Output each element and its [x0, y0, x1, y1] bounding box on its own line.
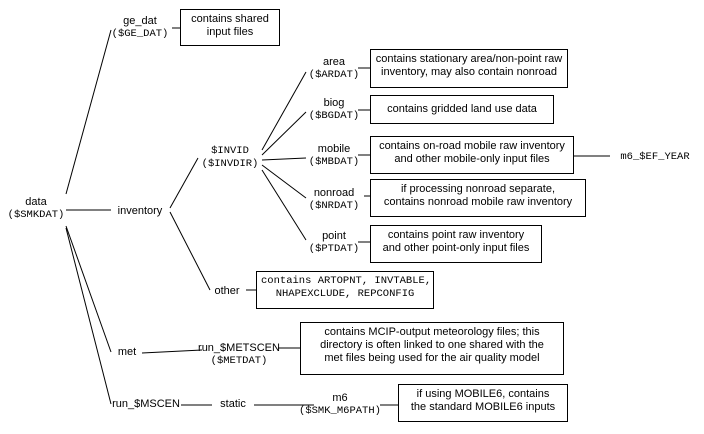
- edge-invid-mobile: [261, 157, 307, 161]
- node-inventory-name: inventory: [117, 205, 163, 217]
- node-point-var: ($PTDAT): [308, 243, 360, 255]
- box-met-line-3: met files being used for the air quality…: [324, 352, 540, 364]
- node-data: data ($SMKDAT): [6, 196, 66, 222]
- edge-data-ge_dat: [65, 29, 112, 195]
- node-area-name: area: [322, 56, 346, 68]
- box-biog: contains gridded land use data: [370, 95, 554, 124]
- node-m6: m6 ($SMK_M6PATH): [296, 392, 384, 418]
- edge-met-run_metscen: [141, 349, 203, 354]
- node-point-name: point: [322, 230, 346, 242]
- node-invid: $INVID ($INVDIR): [196, 145, 264, 171]
- box-mobile: contains on-road mobile raw inventory an…: [370, 136, 574, 174]
- node-other-name: other: [214, 285, 240, 297]
- box-area: contains stationary area/non-point raw i…: [370, 49, 568, 88]
- node-area: area ($ARDAT): [306, 56, 362, 82]
- node-invid-var: ($INVDIR): [201, 158, 259, 170]
- node-m6-var: ($SMK_M6PATH): [299, 405, 381, 417]
- box-area-line-2: inventory, may also contain nonroad: [381, 66, 557, 78]
- edge-inventory-invid: [169, 157, 199, 209]
- node-mobile-name: mobile: [317, 143, 351, 155]
- edge-data-met: [65, 225, 112, 353]
- node-biog-name: biog: [323, 97, 345, 109]
- edge-inventory-other: [169, 211, 211, 291]
- node-run_metscen-var: ($METDAT): [210, 355, 268, 367]
- edge-data-run_mscen: [65, 227, 112, 405]
- edge-invid-biog: [261, 111, 307, 156]
- node-run_mscen: run_$MSCEN: [110, 398, 182, 411]
- box-other-line-2: NHAPEXCLUDE, REPCONFIG: [275, 288, 415, 300]
- node-ge_dat-name: ge_dat: [123, 15, 157, 27]
- box-m6-line-2: the standard MOBILE6 inputs: [410, 401, 556, 413]
- box-ge_dat: contains shared input files: [180, 9, 280, 46]
- node-run_metscen: run_$METSCEN ($METDAT): [198, 342, 280, 368]
- node-met: met: [112, 346, 142, 359]
- node-run_metscen-name: run_$METSCEN: [198, 342, 280, 354]
- node-m6_ef_year-name: m6_$EF_YEAR: [620, 151, 690, 163]
- box-met-line-2: directory is often linked to one shared …: [320, 339, 544, 351]
- box-ge_dat-line-2: input files: [206, 26, 254, 38]
- node-biog: biog ($BGDAT): [306, 97, 362, 123]
- box-point: contains point raw inventory and other p…: [370, 225, 542, 263]
- node-nonroad-name: nonroad: [313, 187, 355, 199]
- box-area-line-1: contains stationary area/non-point raw: [375, 53, 563, 65]
- node-run_mscen-name: run_$MSCEN: [112, 398, 180, 410]
- node-data-var: ($SMKDAT): [7, 209, 65, 221]
- node-ge_dat: ge_dat ($GE_DAT): [108, 15, 172, 41]
- node-biog-var: ($BGDAT): [308, 110, 360, 122]
- box-mobile-line-1: contains on-road mobile raw inventory: [379, 140, 565, 152]
- node-m6_ef_year: m6_$EF_YEAR: [612, 150, 698, 164]
- node-area-var: ($ARDAT): [308, 69, 360, 81]
- box-ge_dat-line-1: contains shared: [191, 13, 269, 25]
- box-other-line-1: contains ARTOPNT, INVTABLE,: [261, 275, 432, 287]
- edge-invid-point: [261, 169, 307, 241]
- node-ge_dat-var: ($GE_DAT): [111, 28, 169, 40]
- box-nonroad-line-1: if processing nonroad separate,: [400, 183, 556, 195]
- edge-invid-nonroad: [261, 164, 307, 199]
- node-m6-name: m6: [332, 392, 348, 404]
- box-nonroad: if processing nonroad separate, contains…: [370, 179, 586, 217]
- node-nonroad: nonroad ($NRDAT): [302, 187, 366, 213]
- box-point-line-1: contains point raw inventory: [387, 229, 525, 241]
- node-met-name: met: [117, 346, 137, 358]
- node-static-name: static: [220, 398, 246, 410]
- node-mobile: mobile ($MBDAT): [306, 143, 362, 169]
- node-mobile-var: ($MBDAT): [308, 156, 360, 168]
- box-biog-line-1: contains gridded land use data: [387, 103, 537, 115]
- node-data-name: data: [25, 196, 47, 208]
- node-point: point ($PTDAT): [306, 230, 362, 256]
- node-invid-name: $INVID: [211, 145, 249, 157]
- box-met-line-1: contains MCIP-output meteorology files; …: [324, 326, 540, 338]
- node-other: other: [208, 285, 246, 298]
- node-static: static: [212, 398, 254, 411]
- edge-invid-area: [261, 71, 307, 151]
- box-nonroad-line-2: contains nonroad mobile raw inventory: [383, 196, 573, 208]
- node-nonroad-var: ($NRDAT): [308, 200, 360, 212]
- box-other: contains ARTOPNT, INVTABLE, NHAPEXCLUDE,…: [256, 271, 434, 309]
- box-m6: if using MOBILE6, contains the standard …: [398, 384, 568, 422]
- box-mobile-line-2: and other mobile-only input files: [394, 153, 550, 165]
- box-m6-line-1: if using MOBILE6, contains: [416, 388, 550, 400]
- box-point-line-2: and other point-only input files: [382, 242, 530, 254]
- node-inventory: inventory: [112, 205, 168, 218]
- box-met: contains MCIP-output meteorology files; …: [300, 322, 564, 375]
